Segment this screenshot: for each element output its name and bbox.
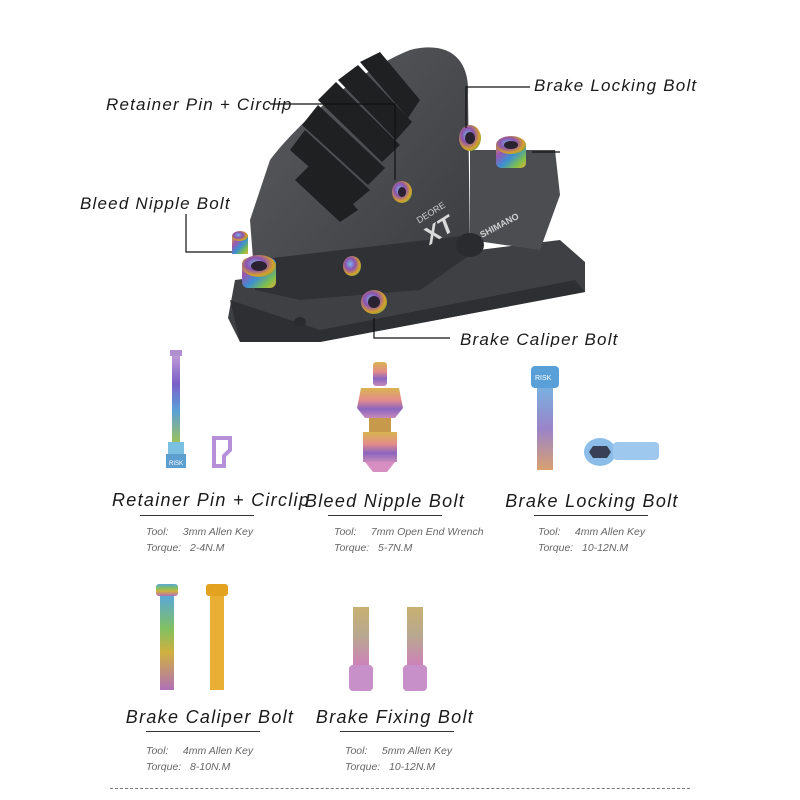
part-divider	[328, 515, 442, 516]
brake-caliper-illustration: XT DEORE SHIMANO	[185, 47, 585, 342]
pin-marking-text: RISK	[169, 461, 183, 467]
bleed-nipple-installed	[232, 231, 248, 254]
circlip-image	[212, 436, 232, 468]
cooling-fins	[290, 52, 420, 222]
leader-bleed-nipple	[185, 214, 232, 253]
spec-retainer-pin: Tool: 3mm Allen Key Torque:2-4N.M	[146, 526, 254, 554]
brake-caliper-bolt-image	[156, 584, 228, 690]
part-title-brake-caliper-bolt: Brake Caliper Bolt	[125, 707, 295, 727]
callout-brake-locking-bolt: Brake Locking Bolt	[534, 76, 698, 95]
part-divider	[140, 515, 254, 516]
spec-bleed-nipple-bolt: Tool: 7mm Open End Wrench Torque:5-7N.M	[334, 526, 484, 554]
brake-fixing-bolt-image	[349, 607, 427, 691]
fixing-bolt-upper-installed	[496, 136, 526, 168]
callout-brake-caliper-bolt: Brake Caliper Bolt	[460, 330, 619, 347]
retainer-pin-installed	[392, 181, 412, 203]
part-title-bleed-nipple-bolt: Bleed Nipple Bolt	[304, 491, 466, 511]
spec-brake-caliper-bolt: Tool: 4mm Allen Key Torque:8-10N.M	[146, 745, 254, 773]
bleed-nipple-image	[357, 362, 403, 472]
part-title-brake-fixing-bolt: Brake Fixing Bolt	[315, 707, 475, 727]
locking-bolt-marking-text: RISK	[535, 375, 552, 382]
retainer-pin-image: RISK	[166, 350, 232, 468]
locking-bolt-installed	[459, 125, 481, 151]
callout-bleed-nipple-bolt: Bleed Nipple Bolt	[80, 194, 231, 213]
footer-dashed-divider	[110, 788, 690, 789]
part-divider	[534, 515, 648, 516]
callout-retainer-pin: Retainer Pin + Circlip	[106, 95, 293, 114]
part-divider	[340, 731, 454, 732]
part-title-retainer-pin: Retainer Pin + Circlip	[112, 490, 311, 510]
part-divider	[146, 731, 260, 732]
leader-retainer-pin	[270, 103, 396, 180]
spec-brake-fixing-bolt: Tool: 5mm Allen Key Torque:10-12N.M	[345, 745, 453, 773]
spec-brake-locking-bolt: Tool: 4mm Allen Key Torque:10-12N.M	[538, 526, 646, 554]
leader-locking-bolt	[465, 86, 530, 128]
caliper-bolt-installed	[343, 256, 387, 314]
leader-caliper-bolt	[373, 318, 450, 339]
brake-locking-bolt-image: RISK	[531, 366, 659, 470]
fixing-bolt-lower-installed	[242, 255, 276, 288]
part-title-brake-locking-bolt: Brake Locking Bolt	[505, 491, 679, 511]
